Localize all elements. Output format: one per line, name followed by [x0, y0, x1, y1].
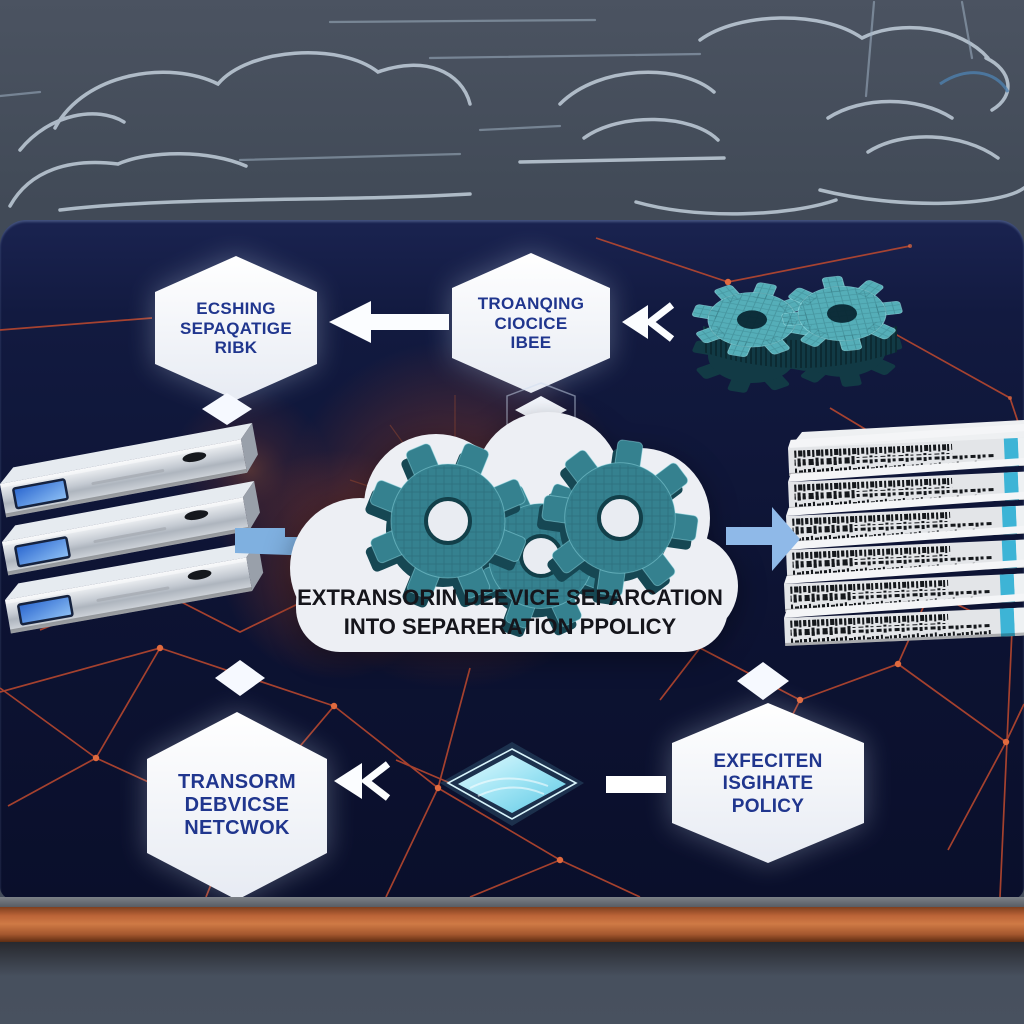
sketch-clouds: [0, 0, 1024, 216]
hexagon-label-top-left: ECSHING SEPAQATIGE RIBK: [136, 299, 336, 358]
copper-edge: [0, 907, 1024, 942]
server-stack-left-icon: [0, 421, 268, 635]
cloud-banner-title: EXTRANSORIN DEEVICE SEPARCATION INTO SEP…: [295, 584, 725, 641]
hexagon-label-line: TRANSORM: [178, 771, 296, 793]
hexagon-label-top-right: TROANQING CIOCICE IBEE: [431, 294, 631, 353]
cloud-banner-line: EXTRANSORIN DEEVICE SEPARCATION: [297, 585, 723, 610]
hexagon-label-line: NETCWOK: [184, 817, 290, 839]
hexagon-label-bottom-right: EXFECITEN ISGIHATE POLICY: [663, 751, 873, 818]
hexagon-top-right: [452, 253, 610, 393]
gears-icon: [338, 416, 709, 660]
cyan-diamond-icon: [440, 742, 584, 826]
hexagon-label-line: IBEE: [510, 333, 552, 353]
hexagon-label-line: ECSHING: [196, 299, 276, 318]
hexagon-shapes: [147, 253, 864, 899]
hexagon-label-line: POLICY: [731, 795, 805, 817]
hexagon-label-line: TROANQING: [477, 294, 585, 313]
white-diamond-connector: [202, 393, 252, 425]
tablet-shadow: [0, 942, 1024, 976]
hexagon-top-left: [155, 256, 317, 400]
dash-connector-icon: [606, 776, 666, 793]
hexagon-label-bottom-left: TRANSORM DEBVICSE NETCWOK: [132, 771, 342, 840]
double-left-arrow-icon: [334, 761, 391, 801]
tablet-bezel-strip: [0, 897, 1024, 907]
right-arrow-icon: [726, 507, 800, 571]
server-rack-right-icon: [783, 420, 1024, 646]
hexagon-label-line: EXFECITEN: [713, 751, 823, 772]
white-diamond-connector: [215, 660, 265, 696]
cloud-banner-line: INTO SEPARERATION PPOLICY: [343, 613, 677, 639]
hexagon-label-line: CIOCICE: [494, 313, 568, 333]
hexagon-bottom-right: [672, 703, 864, 863]
hexagon-label-line: SEPAQATIGE: [180, 318, 292, 338]
hexagon-bottom-left: [147, 712, 327, 899]
left-arrow-icon: [329, 301, 449, 343]
gear-cluster-icon: [678, 269, 913, 402]
hexagon-label-line: RIBK: [214, 338, 258, 358]
tablet-screen: [0, 220, 1024, 899]
hexagon-label-line: ISGIHATE: [722, 773, 814, 795]
double-left-arrow-icon: [622, 302, 675, 342]
white-diamond-connector: [737, 662, 789, 700]
hexagon-label-line: DEBVICSE: [184, 794, 290, 816]
